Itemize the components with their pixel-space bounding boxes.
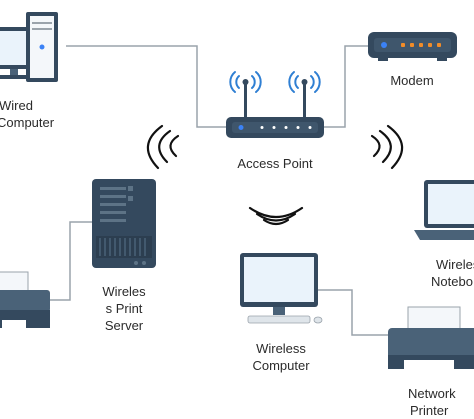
wired-computer-label-line2: Computer xyxy=(0,115,55,130)
modem-icon xyxy=(368,32,457,61)
print-server-label-line1: Wireles xyxy=(102,284,146,299)
cable-wireless-computer-to-network-printer xyxy=(318,289,388,336)
modem-label: Modem xyxy=(390,73,434,88)
wireless-notebook-label-line1: Wireles xyxy=(436,257,474,272)
network-printer-icon xyxy=(388,306,474,369)
network-printer-label-line2: Printer xyxy=(410,403,449,418)
wired-computer-label-line1: Wired xyxy=(0,98,33,113)
wireless-computer-label-line1: Wireless xyxy=(256,341,306,356)
wireless-notebook-label-line2: Notebo xyxy=(431,274,473,289)
wireless-computer-icon xyxy=(240,253,323,324)
printer-icon xyxy=(0,271,50,328)
access-point-icon xyxy=(226,71,324,138)
wifi-wave-icon xyxy=(370,124,404,170)
cable-access-point-to-modem xyxy=(322,45,368,128)
cables xyxy=(48,45,388,336)
cable-wired-computer-to-access-point xyxy=(66,45,228,128)
access-point-label: Access Point xyxy=(237,156,313,171)
wifi-wave-icon xyxy=(248,206,304,226)
print-server-icon xyxy=(92,179,156,268)
notebook-icon xyxy=(414,180,474,240)
wifi-wave-icon xyxy=(146,124,180,170)
wireless-computer-label-line2: Computer xyxy=(252,358,310,373)
wired-computer-icon xyxy=(0,12,58,82)
network-diagram xyxy=(0,12,474,369)
network-printer-label-line1: Network xyxy=(408,386,456,401)
print-server-label-line2: s Print xyxy=(105,301,143,316)
print-server-label-line3: Server xyxy=(104,318,144,333)
cable-printer-to-print-server xyxy=(48,221,92,301)
